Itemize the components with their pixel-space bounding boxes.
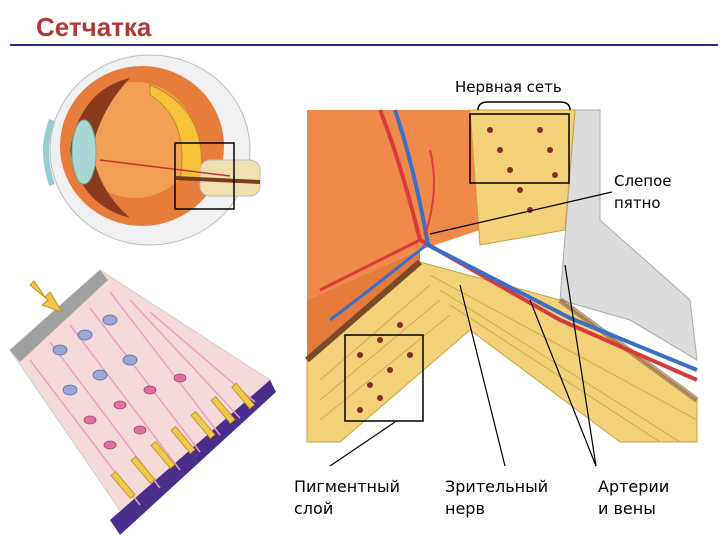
blind-spot-detail bbox=[307, 102, 697, 442]
label-vessels: Артерии и вены bbox=[598, 476, 669, 520]
eye-cross-section bbox=[46, 55, 260, 245]
label-blind-spot: Слепое пятно bbox=[614, 170, 672, 214]
label-pigment-layer: Пигментный слой bbox=[294, 476, 400, 520]
label-nerve-net: Нервная сеть bbox=[455, 76, 562, 98]
label-optic-nerve: Зрительный нерв bbox=[445, 476, 548, 520]
cell-layer-drawing bbox=[10, 270, 276, 535]
light-direction-arrow bbox=[30, 281, 62, 312]
